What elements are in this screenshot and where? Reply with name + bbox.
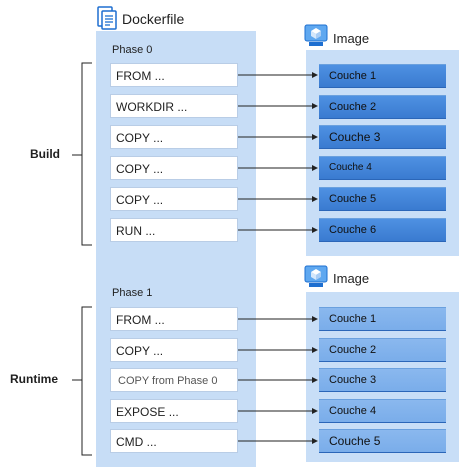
container-image-icon [304,24,328,48]
runtime-image-title: Image [333,271,370,286]
instruction-box: EXPOSE ... [110,399,238,423]
runtime-label: Runtime [10,372,58,386]
instruction-box: FROM ... [110,307,238,331]
build-bracket [81,62,92,246]
image-layer: Couche 4 [319,156,446,180]
instruction-box: COPY from Phase 0 [110,368,238,392]
image-layer: Couche 6 [319,218,446,242]
build-image-title: Image [333,31,370,46]
image-layer: Couche 5 [319,187,446,211]
image-layer: Couche 1 [319,307,446,331]
image-layer: Couche 2 [319,95,446,119]
instruction-box: CMD ... [110,429,238,453]
instruction-box: RUN ... [110,218,238,242]
image-layer: Couche 2 [319,338,446,362]
instruction-box: WORKDIR ... [110,94,238,118]
instruction-box: COPY ... [110,125,238,149]
phase-1-label: Phase 1 [112,287,153,299]
instruction-box: FROM ... [110,63,238,87]
instruction-box: COPY ... [110,338,238,362]
instruction-box: COPY ... [110,187,238,211]
document-icon [95,6,117,30]
image-layer: Couche 3 [319,368,446,392]
build-label: Build [30,147,60,161]
dockerfile-title: Dockerfile [122,11,185,27]
runtime-bracket [81,306,92,456]
instruction-box: COPY ... [110,156,238,180]
image-layer: Couche 5 [319,429,446,453]
image-layer: Couche 3 [319,125,446,149]
image-layer: Couche 1 [319,64,446,88]
phase-0-label: Phase 0 [112,44,153,56]
container-image-icon [304,265,328,289]
image-layer: Couche 4 [319,399,446,423]
